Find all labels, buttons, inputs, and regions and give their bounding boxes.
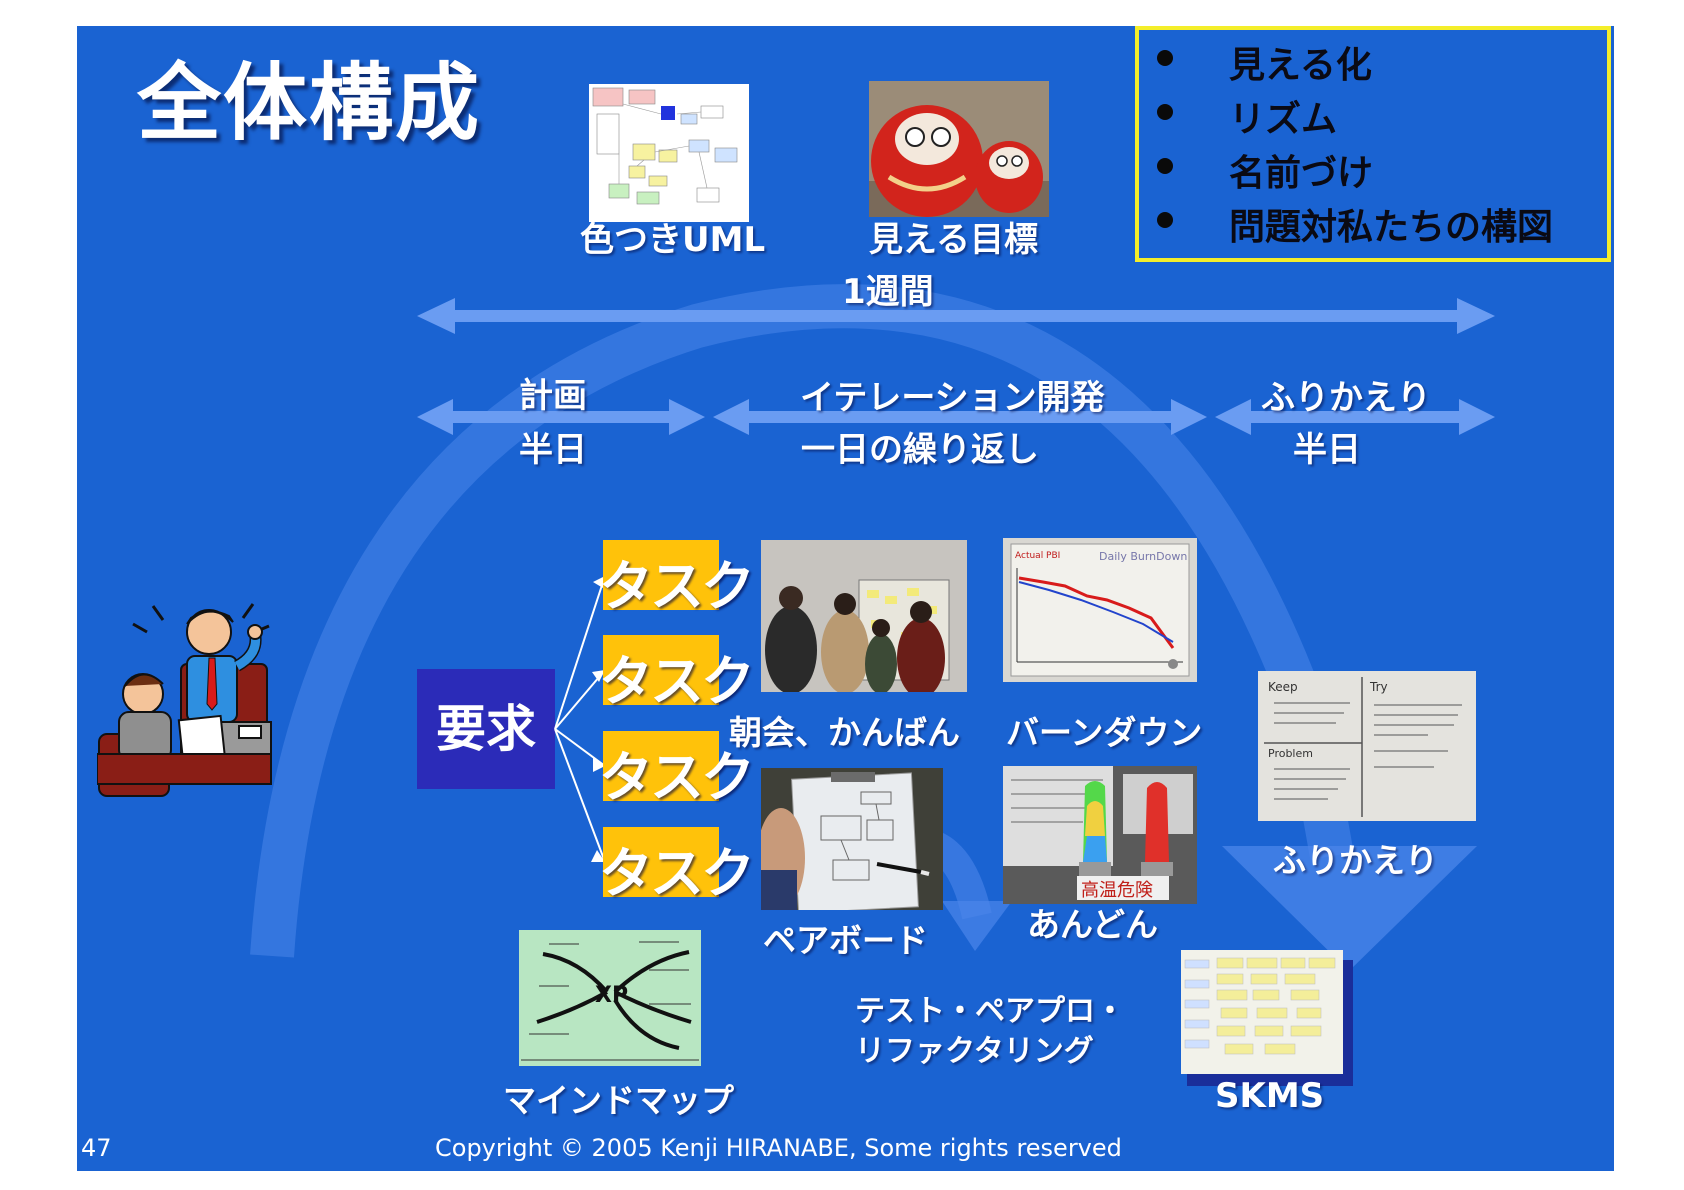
burndown-header-text: Actual PBI bbox=[1015, 551, 1060, 561]
slide: 全体構成 見える化 リズム 名前づけ 問題対私たちの構図 bbox=[77, 26, 1614, 1171]
test-practices-line2: リファクタリング bbox=[855, 1026, 1094, 1070]
task-card: タスク bbox=[603, 731, 719, 801]
copyright-text: Copyright © 2005 Kenji HIRANABE, Some ri… bbox=[435, 1134, 1122, 1162]
task-label: タスク bbox=[599, 542, 752, 621]
skms-screenshot bbox=[1181, 950, 1343, 1074]
standup-label: 朝会、かんばん bbox=[729, 706, 960, 754]
andon-label: あんどん bbox=[1027, 898, 1158, 946]
retro-try-text: Try bbox=[1369, 680, 1388, 694]
task-card: タスク bbox=[603, 540, 719, 610]
task-card: タスク bbox=[603, 827, 719, 897]
retro-problem-text: Problem bbox=[1268, 747, 1313, 760]
mindmap-center-text: XP bbox=[595, 983, 628, 1008]
burndown-chart-photo: Actual PBI Daily BurnDown bbox=[1003, 538, 1197, 682]
andon-lamp-photo: 高温危険 bbox=[1003, 766, 1197, 904]
mindmap-label: マインドマップ bbox=[503, 1074, 734, 1122]
standup-kanban-photo bbox=[761, 540, 967, 692]
task-label: タスク bbox=[599, 829, 752, 908]
pair-board-label: ペアボード bbox=[763, 914, 928, 962]
retrospective-label: ふりかえり bbox=[1273, 834, 1438, 882]
pair-board-photo bbox=[761, 768, 943, 910]
retrospective-board-photo: Keep Try Problem bbox=[1258, 671, 1476, 821]
page-number: 47 bbox=[81, 1134, 112, 1162]
task-card: タスク bbox=[603, 635, 719, 705]
burndown-title-text: Daily BurnDown bbox=[1099, 550, 1187, 563]
test-practices-line1: テスト・ペアプロ・ bbox=[855, 986, 1125, 1030]
skms-label: SKMS bbox=[1215, 1076, 1324, 1116]
burndown-label: バーンダウン bbox=[1006, 706, 1202, 754]
task-label: タスク bbox=[599, 637, 752, 716]
mindmap-photo: XP bbox=[519, 930, 701, 1066]
retro-keep-text: Keep bbox=[1268, 680, 1298, 694]
